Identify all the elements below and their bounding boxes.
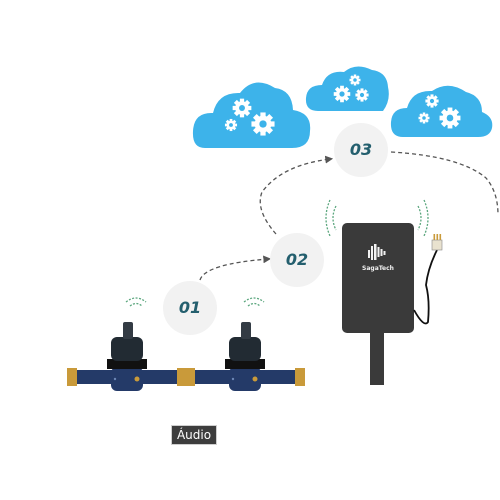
power-plug-icon bbox=[431, 234, 443, 251]
gear-icon bbox=[232, 98, 252, 118]
step-label-02: 02 bbox=[285, 250, 309, 269]
step-label-03: 03 bbox=[349, 140, 373, 159]
signal-waves-icon bbox=[125, 297, 147, 307]
gear-icon bbox=[418, 112, 430, 124]
saga-logo-icon bbox=[368, 244, 386, 260]
step-label-01: 01 bbox=[178, 298, 202, 317]
gear-icon bbox=[251, 112, 275, 136]
cloud-right bbox=[390, 85, 493, 137]
gear-icon bbox=[224, 118, 238, 132]
gear-icon bbox=[425, 94, 439, 108]
connector-01-02 bbox=[199, 255, 272, 281]
gear-icon bbox=[349, 74, 361, 86]
cloud-left bbox=[192, 82, 311, 148]
signal-waves-icon bbox=[243, 297, 265, 307]
step-circle-02 bbox=[270, 233, 324, 287]
signal-waves-icon bbox=[325, 199, 429, 237]
gear-icon bbox=[355, 88, 369, 102]
device-brand-label: SagaTech bbox=[362, 265, 394, 272]
cloud-middle bbox=[305, 66, 389, 111]
audio-button[interactable]: Áudio bbox=[171, 425, 217, 445]
power-cable bbox=[413, 249, 438, 325]
gateway-device bbox=[325, 199, 443, 385]
connector-02-03 bbox=[259, 155, 334, 235]
step-circle-01 bbox=[163, 281, 217, 335]
gear-icon bbox=[333, 85, 351, 103]
gear-icon bbox=[439, 107, 461, 129]
connector-03-right bbox=[390, 151, 499, 216]
step-circle-03 bbox=[334, 123, 388, 177]
